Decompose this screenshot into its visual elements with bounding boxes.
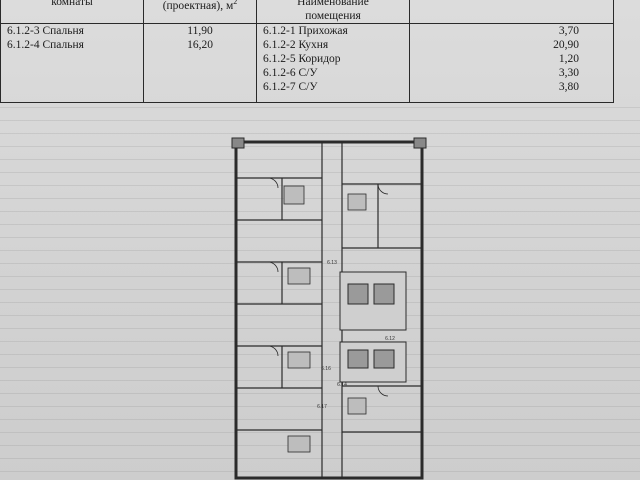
plan-bathrooms [283,185,367,453]
left-room-names: 6.1.2-3 Спальня 6.1.2-4 Спальня [0,23,144,103]
plan-door-swings [267,177,389,397]
room-areas-table: комнаты (проектная), м2 Наименование пом… [0,0,614,103]
plan-partitions [236,142,422,478]
floor-plan: 6.13 6.12 6.16 6.14 6.17 [231,137,427,480]
list-item: 6.1.2-4 Спальня [7,39,84,51]
list-item: 3,80 [558,81,579,93]
right-room-areas: 3,70 20,90 1,20 3,30 3,80 [409,23,614,103]
header-room-name: Наименование помещения [256,0,410,24]
list-item: 6.1.2-6 С/У [263,67,318,79]
plan-corner-column [413,137,427,149]
plan-core [339,271,407,383]
list-item: 11,90 [187,25,213,37]
list-item: 6.1.2-2 Кухня [263,39,329,51]
list-item: 3,70 [558,25,579,37]
plan-label: 6.17 [317,404,327,410]
list-item: 6.1.2-3 Спальня [7,25,84,37]
plan-label: 6.13 [327,260,337,266]
list-item: 6.1.2-7 С/У [263,81,318,93]
bleed-through-text [0,100,640,480]
header-area-2 [409,0,614,24]
plan-outer-wall [234,140,424,480]
header-area: (проектная), м2 [143,0,257,24]
right-room-names: 6.1.2-1 Прихожая 6.1.2-2 Кухня 6.1.2-5 К… [256,23,410,103]
list-item: 16,20 [187,39,213,51]
table-row: 6.1.2-3 Спальня 6.1.2-4 Спальня 11,90 16… [0,23,614,103]
header-room: комнаты [0,0,144,24]
list-item: 6.1.2-5 Коридор [263,53,341,65]
table-header-row: комнаты (проектная), м2 Наименование пом… [0,0,614,24]
plan-label: 6.16 [321,366,331,372]
plan-label: 6.14 [337,382,347,388]
plan-label: 6.12 [385,336,395,342]
list-item: 20,90 [553,39,579,51]
list-item: 6.1.2-1 Прихожая [263,25,348,37]
list-item: 3,30 [558,67,579,79]
left-room-areas: 11,90 16,20 [143,23,257,103]
plan-corner-column [231,137,245,149]
list-item: 1,20 [558,53,579,65]
